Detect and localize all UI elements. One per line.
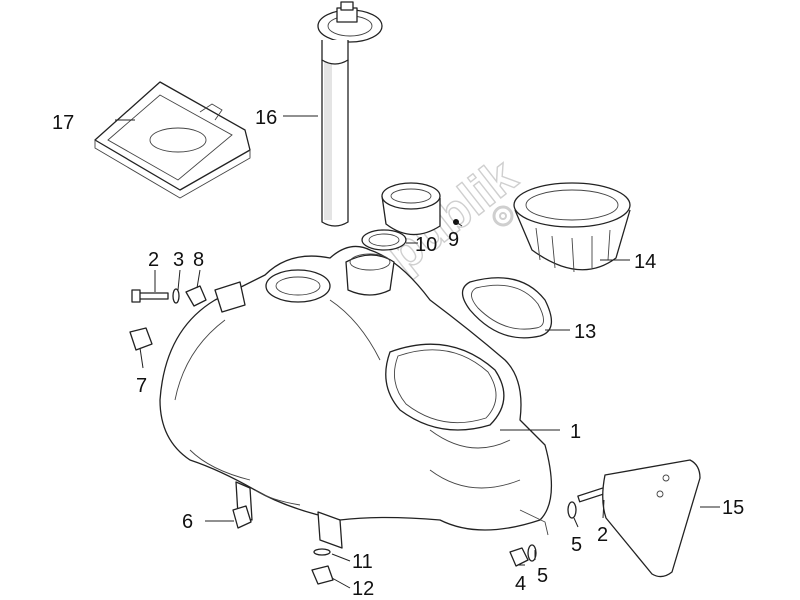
callout-4: 4	[515, 573, 526, 595]
part-5-washer-lower	[527, 544, 537, 562]
callout-1: 1	[570, 421, 581, 443]
part-7-clip-nut	[129, 327, 153, 351]
part-15-plate	[602, 459, 701, 578]
callout-11: 11	[352, 551, 373, 573]
part-13-gasket	[461, 277, 552, 339]
callout-14: 14	[634, 251, 656, 273]
callouts: 17 16 2 3 8 7 6 11 12 4 5 5 2 15 1 13 14…	[52, 107, 744, 600]
callout-13: 13	[574, 321, 596, 343]
callout-8: 8	[193, 249, 204, 271]
callout-16: 16	[255, 107, 277, 129]
watermark-gear-icon	[492, 205, 514, 227]
callout-2-lower: 2	[597, 524, 608, 546]
part-11-washer	[313, 548, 331, 556]
part-3-washer	[172, 288, 180, 304]
part-2-bolt-upper	[131, 289, 169, 303]
leader-lines	[115, 115, 720, 589]
part-12-nut	[311, 565, 334, 585]
callout-17: 17	[52, 112, 74, 134]
callout-3: 3	[173, 249, 184, 271]
callout-9: 9	[448, 229, 459, 251]
callout-15: 15	[722, 497, 744, 519]
callout-12: 12	[352, 578, 374, 600]
part-16-fuel-pump	[317, 1, 383, 227]
callout-5-lower: 5	[537, 565, 548, 587]
part-14-ring-nut	[513, 182, 631, 273]
part-10-seal	[361, 229, 407, 251]
part-8-clip	[185, 285, 207, 307]
part-6-rubber-nut	[232, 505, 252, 529]
callout-10: 10	[415, 234, 437, 256]
callout-5-upper: 5	[571, 534, 582, 556]
callout-2-upper: 2	[148, 249, 159, 271]
part-4-nut	[509, 547, 529, 567]
part-1-fuel-tank	[159, 245, 553, 549]
part-5-washer-upper	[567, 501, 577, 519]
callout-7: 7	[136, 375, 147, 397]
callout-6: 6	[182, 511, 193, 533]
part-17-tray	[94, 81, 251, 199]
